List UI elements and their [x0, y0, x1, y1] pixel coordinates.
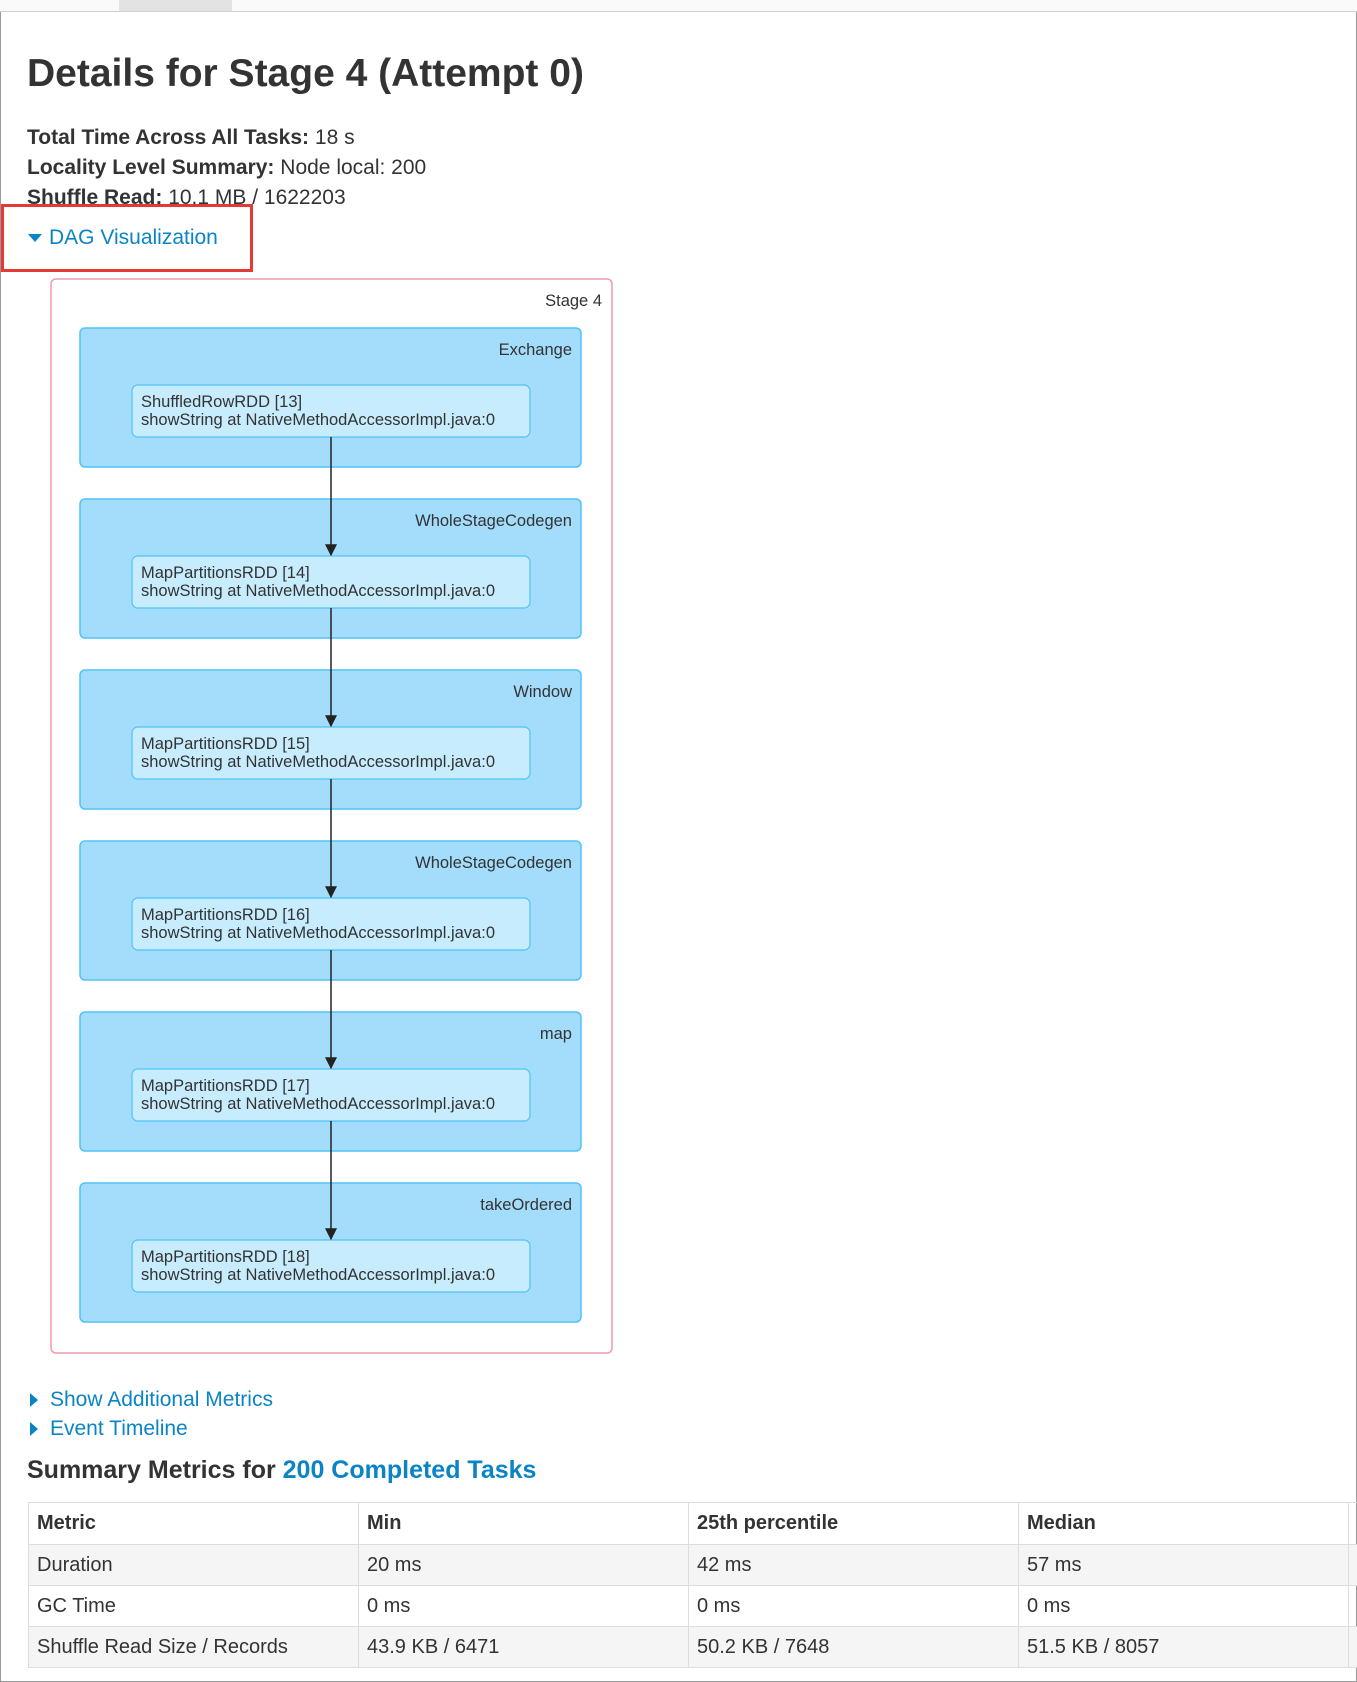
cluster-label: Exchange: [499, 341, 572, 359]
stage-label: Stage 4: [545, 292, 602, 310]
rdd-node-callsite: showString at NativeMethodAccessorImpl.j…: [141, 1095, 495, 1113]
table-cell: [1348, 1585, 1357, 1627]
table-cell: Duration: [28, 1544, 359, 1586]
caret-right-icon: [30, 1422, 38, 1436]
rdd-node-callsite: showString at NativeMethodAccessorImpl.j…: [141, 582, 495, 600]
browser-tab-strip: [0, 0, 1357, 12]
column-header[interactable]: Metric: [28, 1502, 359, 1545]
summary-total-time: Total Time Across All Tasks: 18 s: [27, 123, 426, 153]
stage-summary-list: Total Time Across All Tasks: 18 s Locali…: [27, 123, 426, 213]
dag-visualization-label: DAG Visualization: [49, 226, 218, 249]
table-cell: [1348, 1544, 1357, 1586]
summary-metrics-table: Metric Min 25th percentile Median Durati…: [28, 1502, 1357, 1668]
table-cell: 0 ms: [358, 1585, 689, 1627]
summary-label: Shuffle Read:: [27, 186, 163, 209]
table-cell: GC Time: [28, 1585, 359, 1627]
summary-label: Locality Level Summary:: [27, 156, 275, 179]
table-cell: 43.9 KB / 6471: [358, 1626, 689, 1668]
event-timeline-toggle[interactable]: Event Timeline: [28, 1417, 188, 1441]
rdd-node-name: ShuffledRowRDD [13]: [141, 393, 302, 411]
table-header-row: Metric Min 25th percentile Median: [28, 1502, 1357, 1545]
summary-value: 10.1 MB / 1622203: [168, 186, 346, 209]
table-cell: 20 ms: [358, 1544, 689, 1586]
cluster-label: WholeStageCodegen: [415, 854, 572, 872]
summary-shuffle-read: Shuffle Read: 10.1 MB / 1622203: [27, 183, 426, 213]
caret-right-icon: [30, 1393, 38, 1407]
summary-label: Total Time Across All Tasks:: [27, 126, 310, 149]
rdd-node-name: MapPartitionsRDD [17]: [141, 1077, 310, 1095]
rdd-node-name: MapPartitionsRDD [15]: [141, 735, 310, 753]
rdd-node-callsite: showString at NativeMethodAccessorImpl.j…: [141, 1266, 495, 1284]
rdd-node-callsite: showString at NativeMethodAccessorImpl.j…: [141, 753, 495, 771]
table-cell: Shuffle Read Size / Records: [28, 1626, 359, 1668]
stage-cluster[interactable]: [50, 278, 613, 1354]
table-cell: 51.5 KB / 8057: [1018, 1626, 1349, 1668]
dag-visualization-toggle[interactable]: DAG Visualization: [28, 226, 218, 250]
table-cell: [1348, 1626, 1357, 1668]
cluster-label: WholeStageCodegen: [415, 512, 572, 530]
browser-tab[interactable]: [119, 0, 232, 11]
show-additional-metrics-toggle[interactable]: Show Additional Metrics: [28, 1388, 273, 1412]
caret-down-icon: [28, 234, 42, 242]
table-row: Shuffle Read Size / Records 43.9 KB / 64…: [28, 1626, 1357, 1668]
table-row: Duration 20 ms 42 ms 57 ms: [28, 1544, 1357, 1586]
table-cell: 50.2 KB / 7648: [688, 1626, 1019, 1668]
cluster-label: takeOrdered: [480, 1196, 572, 1214]
column-header[interactable]: [1348, 1502, 1357, 1545]
show-additional-metrics-label: Show Additional Metrics: [50, 1388, 273, 1411]
table-cell: 57 ms: [1018, 1544, 1349, 1586]
column-header[interactable]: 25th percentile: [688, 1502, 1019, 1545]
page-title: Details for Stage 4 (Attempt 0): [27, 52, 584, 95]
table-cell: 0 ms: [1018, 1585, 1349, 1627]
summary-value: Node local: 200: [280, 156, 427, 179]
rdd-node-name: MapPartitionsRDD [18]: [141, 1248, 310, 1266]
highlight-annotation-box: [1, 204, 253, 272]
rdd-node-callsite: showString at NativeMethodAccessorImpl.j…: [141, 411, 495, 429]
column-header[interactable]: Median: [1018, 1502, 1349, 1545]
rdd-node-name: MapPartitionsRDD [14]: [141, 564, 310, 582]
table-cell: 0 ms: [688, 1585, 1019, 1627]
column-header[interactable]: Min: [358, 1502, 689, 1545]
summary-locality: Locality Level Summary: Node local: 200: [27, 153, 426, 183]
rdd-node-callsite: showString at NativeMethodAccessorImpl.j…: [141, 924, 495, 942]
summary-value: 18 s: [314, 126, 355, 149]
rdd-node-name: MapPartitionsRDD [16]: [141, 906, 310, 924]
cluster-label: Window: [513, 683, 572, 701]
cluster-label: map: [540, 1025, 572, 1043]
summary-metrics-prefix: Summary Metrics for: [27, 1456, 283, 1484]
event-timeline-label: Event Timeline: [50, 1417, 188, 1440]
table-cell: 42 ms: [688, 1544, 1019, 1586]
table-row: GC Time 0 ms 0 ms 0 ms: [28, 1585, 1357, 1627]
summary-metrics-title: Summary Metrics for 200 Completed Tasks: [27, 1456, 536, 1485]
completed-tasks-link[interactable]: 200 Completed Tasks: [282, 1456, 537, 1484]
